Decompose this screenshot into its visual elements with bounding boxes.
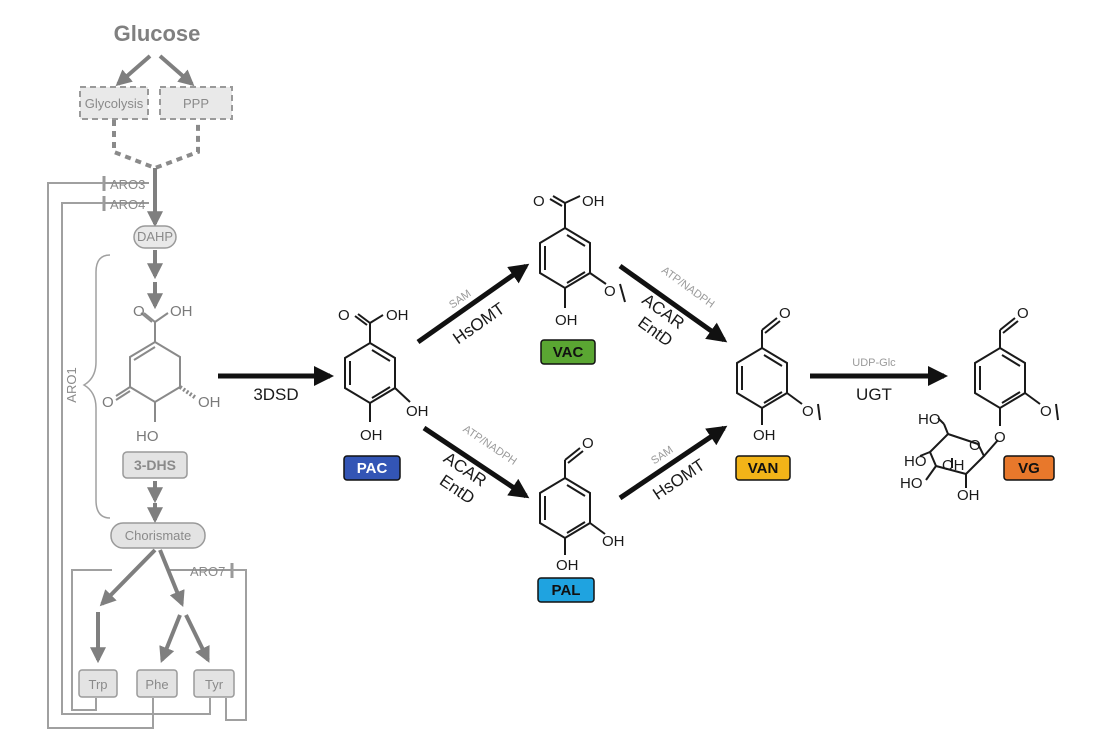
arrow-pac-pal: [422, 425, 530, 499]
arrow-glucose-ppp: [158, 54, 195, 87]
vac-badge-label: VAC: [553, 344, 584, 361]
van-structure: [736, 317, 821, 425]
aro1-label: ARO1: [64, 367, 79, 402]
van-oh-label: OH: [753, 427, 776, 444]
pac-o-label: O: [338, 307, 350, 324]
aro4-label: ARO4: [110, 197, 145, 212]
van-o-label: O: [779, 305, 791, 322]
feedback-trp: [71, 569, 112, 711]
arrow-chor-trp: [99, 548, 157, 607]
vg-ho1-label: HO: [918, 411, 941, 428]
dhs-oh-label: OH: [170, 303, 193, 320]
cofactor-udp-glc: UDP-Glc: [852, 357, 896, 369]
ppp-box: [159, 86, 233, 120]
pal-oh2-label: OH: [556, 557, 579, 574]
arrow-to-tyr: [184, 614, 210, 663]
vg-badge: [1003, 455, 1055, 481]
vac-badge: [540, 339, 596, 365]
dahp-box: [133, 225, 177, 249]
dhs-box: [122, 451, 188, 479]
pac-badge: [343, 455, 401, 481]
vac-oh2-label: OH: [555, 312, 578, 329]
pal-o-label: O: [582, 435, 594, 452]
dhs-label: 3-DHS: [134, 457, 176, 473]
feedback-phe-aro3: [47, 182, 154, 729]
van-badge-label: VAN: [748, 460, 779, 477]
aro1-bracket: [82, 254, 111, 519]
ppp-label: PPP: [183, 96, 209, 111]
vg-oh2-label: OH: [957, 487, 980, 504]
pal-oh-label: OH: [602, 533, 625, 550]
tyr-box: [193, 669, 235, 698]
feedback-tyr-aro7: [225, 569, 247, 721]
dhs-ho-label: HO: [136, 428, 159, 445]
pal-structure: [539, 447, 606, 555]
glucose-label: Glucose: [114, 21, 201, 46]
dhs-o-label: O: [133, 303, 145, 320]
vg-o-label: O: [1017, 305, 1029, 322]
trp-box: [78, 669, 118, 698]
arrow-glucose-glycolysis: [115, 54, 152, 87]
chorismate-box: [110, 522, 206, 549]
vg-badge-label: VG: [1018, 460, 1040, 477]
arrow-chor-phetyr: [158, 549, 185, 607]
van-ome-o-label: O: [802, 403, 814, 420]
aro7-label: ARO7: [190, 564, 225, 579]
dhs-ketone-o-label: O: [102, 394, 114, 411]
vg-glyco-o-label: O: [994, 429, 1006, 446]
vg-ho2-label: HO: [904, 453, 927, 470]
pac-oh3-label: OH: [360, 427, 383, 444]
glycolysis-label: Glycolysis: [85, 96, 144, 111]
pac-badge-label: PAC: [357, 460, 388, 477]
vg-oh1-label: OH: [942, 457, 965, 474]
dhs-structure: [115, 312, 198, 422]
dhs-oh2-label: OH: [198, 394, 221, 411]
pal-badge-label: PAL: [552, 582, 581, 599]
vg-ho3-label: HO: [900, 475, 923, 492]
vac-oh-label: OH: [582, 193, 605, 210]
feedback-tyr-aro4: [61, 202, 211, 715]
enzyme-3dsd: 3DSD: [253, 385, 298, 404]
phe-box: [136, 669, 178, 698]
vg-ring-o-label: O: [969, 437, 981, 454]
pal-badge: [537, 577, 595, 603]
chorismate-label: Chorismate: [125, 528, 191, 543]
arrow-to-phe: [159, 614, 182, 663]
glycolysis-box: [79, 86, 149, 120]
vac-o-label: O: [533, 193, 545, 210]
arrow-pal-van: [618, 425, 728, 501]
vac-structure: [539, 195, 626, 308]
dashed-merge: [112, 120, 200, 171]
phe-label: Phe: [145, 677, 168, 692]
van-badge: [735, 455, 791, 481]
pac-oh2-label: OH: [406, 403, 429, 420]
arrow-vac-van: [618, 263, 728, 343]
tyr-label: Tyr: [205, 677, 224, 692]
enzyme-ugt: UGT: [856, 385, 892, 404]
pac-oh-label: OH: [386, 307, 409, 324]
trp-label: Trp: [88, 677, 107, 692]
aro3-label: ARO3: [110, 177, 145, 192]
pac-structure: [344, 313, 411, 422]
arrow-pac-vac: [416, 263, 530, 345]
vg-ome-o-label: O: [1040, 403, 1052, 420]
dahp-label: DAHP: [137, 229, 173, 244]
vac-ome-o-label: O: [604, 283, 616, 300]
vg-structure: [919, 317, 1059, 488]
shikimate-pathway: Glucose Glycolysis PPP ARO3 ARO4 DAHP: [47, 21, 247, 729]
